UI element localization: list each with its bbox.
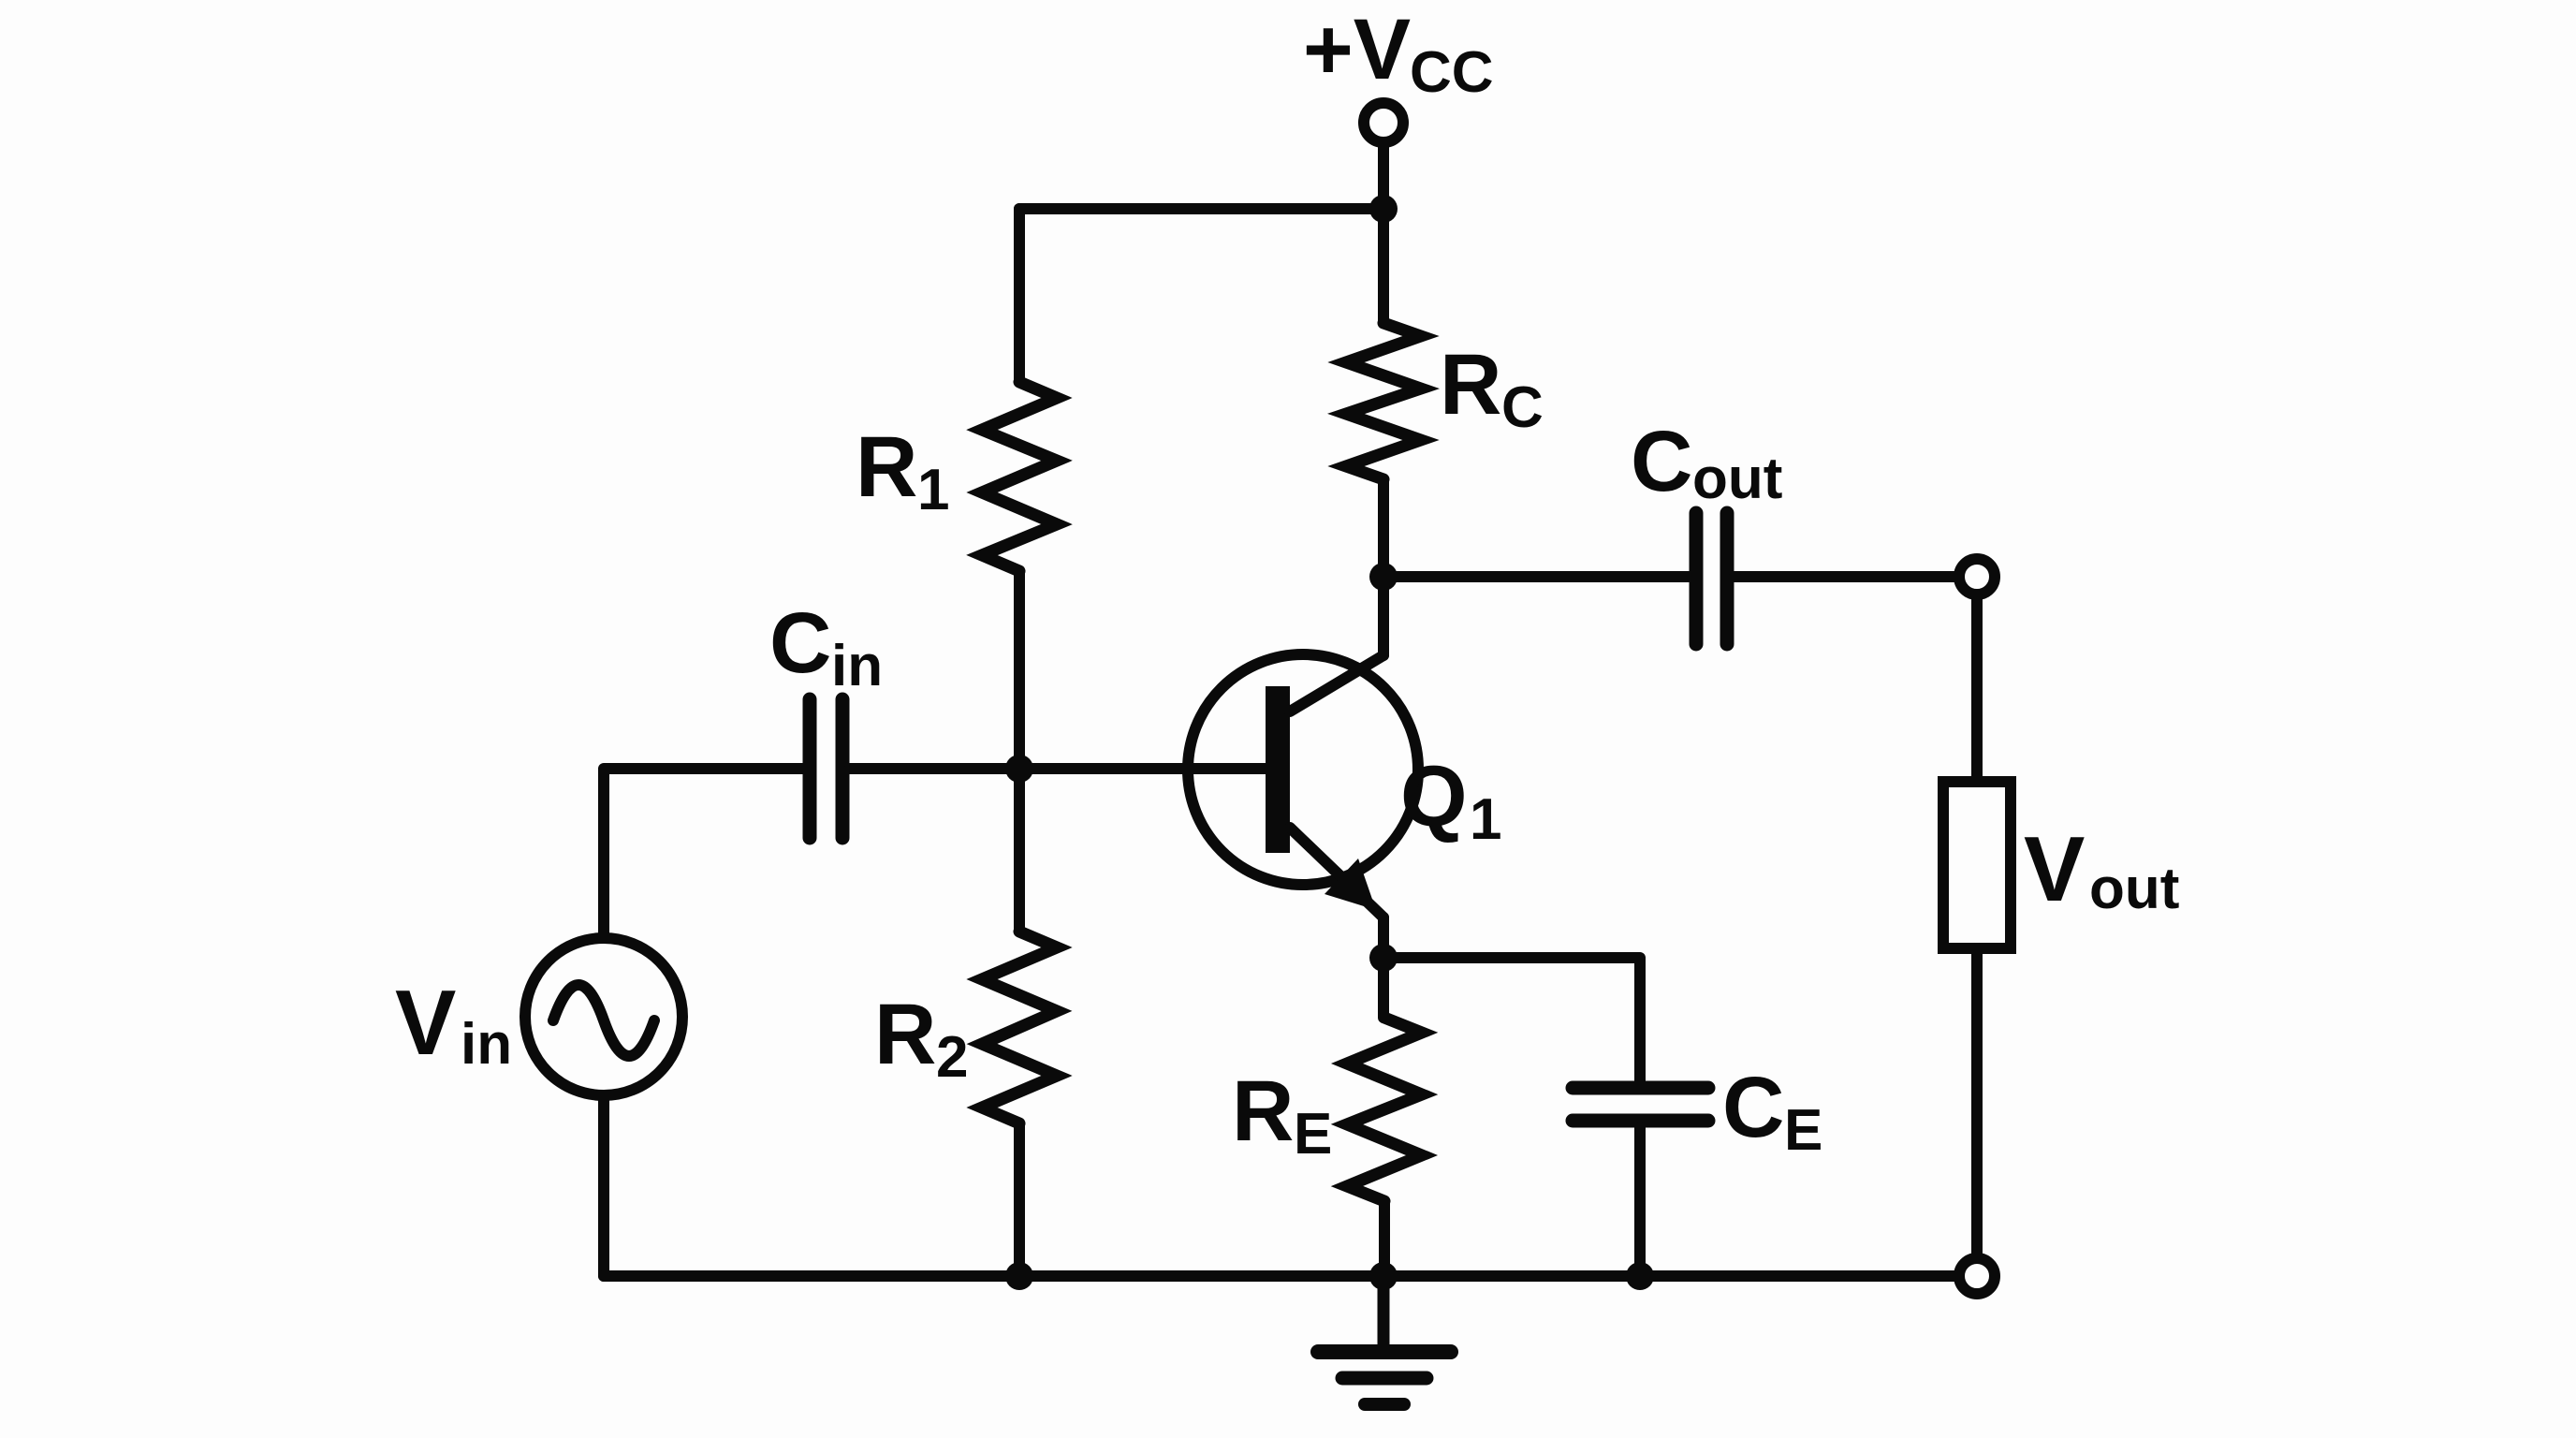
label-q1: Q [1400,749,1468,844]
label-r2: R [874,987,936,1082]
label-cin: C [769,595,831,691]
junction-dot-re-gnd [1369,1262,1398,1290]
resistor-re [1330,1011,1439,1282]
labels: +V CC R 1 R C C out C in Q 1 R 2 R E C E… [395,2,2179,1167]
input-branch [520,763,809,1282]
label-re: R [1232,1064,1294,1159]
capacitor-cin [802,692,1025,845]
sine-wave-icon [548,979,660,1062]
supply-branch [1014,97,1409,329]
output-terminal-top-icon [1954,553,2000,600]
label-cout-sub: out [1692,447,1782,511]
label-cin-sub: in [831,634,883,698]
emitter-to-ce-wire [1378,952,1646,1087]
label-rc-sub: C [1501,375,1544,440]
load-box-icon [1938,776,2016,954]
resistor-zigzag-icon [966,375,1073,578]
output-branch [1378,506,2016,1299]
junction-dot-ce-gnd [1626,1262,1654,1290]
vcc-terminal-icon [1358,97,1409,148]
collector-diagonal [1284,650,1389,717]
ground-symbol [1310,1269,1458,1411]
resistor-zigzag-icon [966,925,1073,1130]
label-re-sub: E [1294,1102,1332,1167]
label-q1-sub: 1 [1470,787,1501,852]
label-vcc: +V [1303,2,1411,97]
label-vin: V [395,971,456,1074]
label-cout: C [1631,414,1692,509]
junction-dot-collector [1369,563,1398,591]
resistor-zigzag-icon [1327,316,1440,486]
resistor-rc [1327,316,1440,661]
junction-dot-base [1005,755,1033,783]
capacitor-ce [1378,952,1716,1282]
junction-dot-emitter [1369,944,1398,972]
junction-dot-r2-gnd [1005,1262,1033,1290]
resistor-zigzag-icon [1330,1011,1439,1208]
junction-dot-vcc [1369,195,1398,223]
resistor-r1 [966,203,1073,774]
resistor-r2 [966,763,1073,1282]
junction-dots [1005,563,1654,1290]
label-r1-sub: 1 [917,458,949,522]
emitter-arrow-icon [1325,858,1376,910]
vin-top-wire [598,763,809,944]
label-r2-sub: 2 [936,1025,968,1090]
label-ce: C [1722,1060,1784,1155]
label-vin-sub: in [461,1012,512,1077]
transistor-q1 [1014,649,1424,1023]
label-vout-sub: out [2089,857,2179,921]
label-vout: V [2024,817,2085,920]
label-r1: R [856,419,917,515]
label-rc: R [1440,337,1501,433]
label-ce-sub: E [1784,1098,1822,1163]
label-vcc-sub: CC [1410,40,1494,105]
